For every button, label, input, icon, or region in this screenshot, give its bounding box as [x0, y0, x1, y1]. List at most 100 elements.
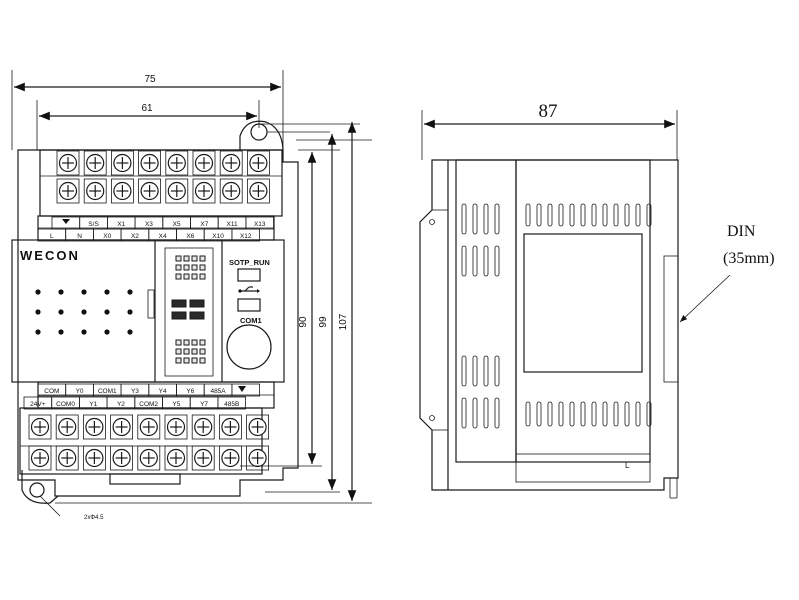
status-led	[175, 255, 182, 262]
terminal-label: Y3	[131, 388, 139, 395]
terminal-label: X5	[173, 221, 181, 228]
led-dot	[127, 309, 133, 315]
vent-slot	[472, 203, 478, 235]
terminal-label: X7	[200, 221, 208, 228]
vent-slot	[494, 355, 500, 387]
vent-slot	[525, 203, 531, 227]
bottom-mount-hole	[29, 482, 45, 498]
terminal-label: X10	[212, 233, 224, 240]
terminal-label: X1	[117, 221, 125, 228]
terminal-housing	[55, 414, 79, 440]
terminal-housing	[218, 414, 242, 440]
status-led	[199, 357, 206, 364]
terminal-housing	[55, 445, 79, 471]
terminal-housing	[164, 414, 188, 440]
vent-slot	[569, 203, 575, 227]
status-led	[199, 273, 206, 280]
terminal-housing	[192, 178, 216, 204]
led-dot	[81, 329, 87, 335]
vent-slot	[461, 355, 467, 387]
vent-slot	[494, 245, 500, 277]
vent-slot	[472, 355, 478, 387]
vent-slot	[580, 401, 586, 427]
led-dot	[104, 289, 110, 295]
terminal-label: Y6	[186, 388, 194, 395]
vent-slot	[580, 203, 586, 227]
terminal-label: COM2	[139, 401, 158, 408]
terminal-label: Y4	[159, 388, 167, 395]
led-dot	[58, 329, 64, 335]
terminal-label: X4	[159, 233, 167, 240]
status-led	[183, 264, 190, 271]
terminal-label: X6	[186, 233, 194, 240]
terminal-housing	[218, 445, 242, 471]
status-led	[191, 264, 198, 271]
terminal-label: Y0	[76, 388, 84, 395]
led-dot	[104, 309, 110, 315]
vent-slot	[494, 397, 500, 429]
terminal-housing	[111, 178, 134, 204]
terminal-housing	[246, 414, 270, 440]
side-body-outline	[419, 159, 679, 491]
status-led	[175, 264, 182, 271]
terminal-label: L	[50, 233, 54, 240]
terminal-housing	[56, 150, 80, 176]
vent-slot	[613, 401, 619, 427]
vent-slot	[461, 203, 467, 235]
status-led	[175, 273, 182, 280]
led-dot	[81, 289, 87, 295]
terminal-housing	[137, 414, 161, 440]
din-size-label: (35mm)	[723, 250, 775, 267]
terminal-housing	[137, 445, 161, 471]
terminal-housing	[110, 445, 133, 471]
terminal-housing	[83, 414, 106, 440]
terminal-housing	[192, 150, 216, 176]
terminal-label: N	[77, 233, 82, 240]
led-dot	[127, 289, 133, 295]
vent-slot	[602, 401, 608, 427]
terminal-housing	[138, 150, 162, 176]
terminal-housing	[165, 178, 189, 204]
vent-slot	[635, 203, 641, 227]
status-led	[171, 299, 187, 308]
terminal-label: Y5	[172, 401, 180, 408]
terminal-housing	[191, 414, 215, 440]
terminal-label: X13	[254, 221, 266, 228]
vent-slot	[624, 203, 630, 227]
terminal-housing	[83, 150, 107, 176]
status-led	[191, 255, 198, 262]
terminal-label: COM	[44, 388, 59, 395]
dim-label-90: 90	[298, 316, 309, 328]
brand-logo-text: WECON	[20, 248, 80, 263]
terminal-housing	[83, 178, 107, 204]
vent-slot	[591, 203, 597, 227]
status-led	[175, 348, 182, 355]
terminal-label: X11	[227, 221, 238, 228]
led-indicator-grid	[35, 289, 133, 335]
dim-label-99: 99	[318, 316, 329, 328]
vent-slot	[461, 397, 467, 429]
terminal-housing	[28, 445, 52, 471]
terminal-housing	[164, 445, 188, 471]
side-vent-slots	[461, 203, 652, 483]
ground-mark	[238, 386, 246, 392]
vent-slot	[558, 401, 564, 427]
com-port-label: COM1	[240, 316, 262, 325]
side-window	[523, 233, 643, 373]
terminal-label: X0	[103, 233, 111, 240]
terminal-label: S/S	[88, 221, 99, 228]
vent-slot	[472, 245, 478, 277]
terminal-housing	[191, 445, 215, 471]
din-rail-profile	[663, 255, 679, 383]
vent-slot	[483, 203, 489, 235]
terminal-housing	[246, 150, 270, 176]
vent-slot	[624, 401, 630, 427]
led-dot	[58, 309, 64, 315]
status-led	[199, 255, 206, 262]
terminal-label: 24V+	[30, 401, 46, 408]
wecon-logo: WECON	[20, 248, 80, 263]
